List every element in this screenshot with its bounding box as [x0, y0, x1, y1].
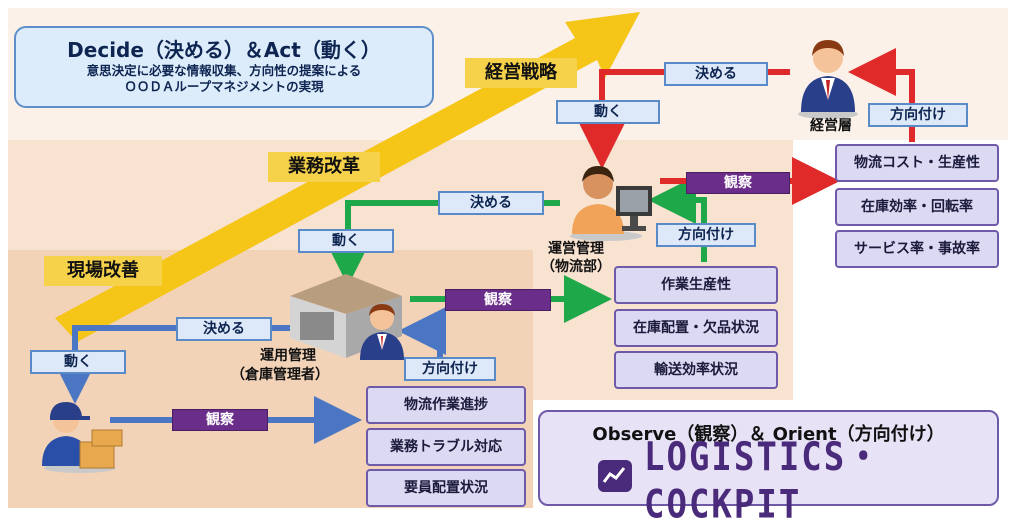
- worker-person-icon: [42, 402, 123, 473]
- level-site: 現場改善: [44, 256, 162, 286]
- observe-orient-title: Observe（観察）＆ Orient（方向付け）: [592, 424, 945, 445]
- kpi-site-2: 業務トラブル対応: [366, 428, 526, 466]
- label-orient-ops: 方向付け: [656, 223, 756, 247]
- label-decide-site: 決める: [176, 317, 272, 341]
- warehouse-manager-person-icon: [360, 304, 404, 360]
- role-warehouse-2: （倉庫管理者）: [231, 367, 329, 383]
- kpi-exec-2: 在庫効率・回転率: [835, 188, 999, 226]
- kpi-ops-1: 作業生産性: [614, 266, 778, 304]
- label-orient-site: 方向付け: [404, 357, 496, 381]
- header-box: Decide（決める）＆Act（動く） 意思決定に必要な情報収集、方向性の提案に…: [14, 26, 434, 108]
- level-reform: 業務改革: [268, 152, 380, 182]
- logistics-cockpit-logo: LOGISTICS・COCKPIT: [598, 434, 997, 527]
- kpi-exec-1: 物流コスト・生産性: [835, 144, 999, 182]
- kpi-site-3: 要員配置状況: [366, 469, 526, 507]
- kpi-ops-3: 輸送効率状況: [614, 351, 778, 389]
- label-observe-exec: 観察: [686, 172, 790, 194]
- label-decide-ops: 決める: [438, 191, 544, 215]
- kpi-exec-3: サービス率・事故率: [835, 230, 999, 268]
- cockpit-app-icon: [598, 460, 632, 492]
- executive-person-icon: [798, 40, 858, 119]
- label-act-ops: 動く: [298, 229, 394, 253]
- label-orient-exec: 方向付け: [868, 103, 968, 127]
- label-act-exec: 動く: [556, 100, 660, 124]
- ops-manager-person-icon: [570, 166, 652, 241]
- label-act-site: 動く: [30, 350, 126, 374]
- kpi-ops-2: 在庫配置・欠品状況: [614, 309, 778, 347]
- header-line-2: ＯＯＤＡループマネジメントの実現: [124, 79, 324, 94]
- role-executive: 経営層: [810, 118, 852, 134]
- level-strategy: 経営戦略: [465, 58, 577, 88]
- label-observe-site: 観察: [172, 409, 268, 431]
- header-line-1: 意思決定に必要な情報収集、方向性の提案による: [86, 63, 362, 78]
- role-warehouse-1: 運用管理: [260, 348, 316, 364]
- label-observe-ops: 観察: [445, 289, 551, 311]
- warehouse-icon: [290, 274, 402, 358]
- kpi-site-1: 物流作業進捗: [366, 386, 526, 424]
- label-decide-exec: 決める: [664, 62, 768, 86]
- role-ops-manager-1: 運営管理: [548, 241, 604, 257]
- role-ops-manager-2: （物流部）: [541, 259, 611, 275]
- header-title: Decide（決める）＆Act（動く）: [67, 38, 381, 62]
- observe-orient-panel: Observe（観察）＆ Orient（方向付け） LOGISTICS・COCK…: [538, 410, 999, 527]
- logo-text: LOGISTICS・COCKPIT: [644, 434, 883, 527]
